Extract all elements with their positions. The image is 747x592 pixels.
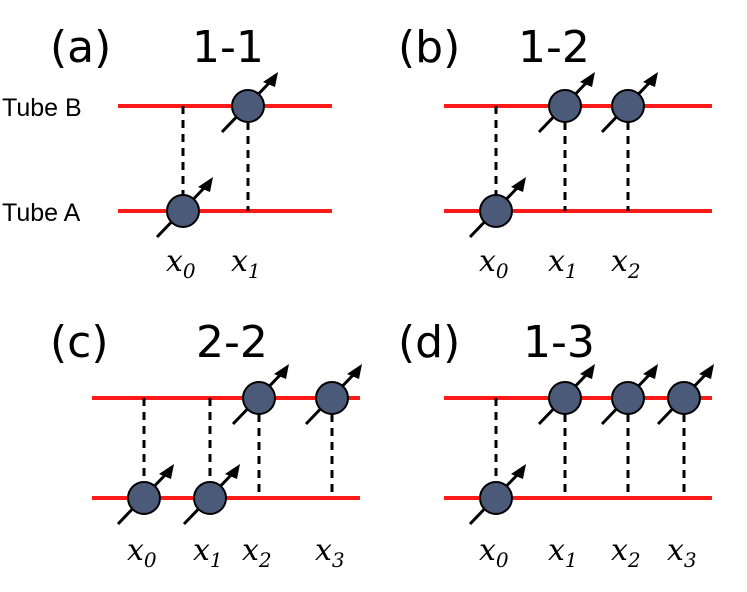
site-label: x3 <box>315 533 345 572</box>
spin-ball <box>611 89 645 123</box>
arrow-head <box>511 177 526 192</box>
spin-ball <box>127 481 161 515</box>
spin-ball <box>667 381 701 415</box>
site-label-sub: 3 <box>684 548 697 572</box>
site-label-var: x <box>166 244 183 279</box>
site-label-sub: 1 <box>210 548 223 572</box>
arrow-head <box>263 72 278 87</box>
arrow-head <box>643 364 658 379</box>
site-label-var: x <box>193 533 210 568</box>
site-label-sub: 2 <box>627 259 641 283</box>
site-label: x0 <box>166 244 196 283</box>
panel-title: 1-1 <box>192 22 264 73</box>
site-label-sub: 2 <box>627 548 641 572</box>
spin-ball <box>242 381 276 415</box>
spin-ball <box>548 89 582 123</box>
site-label: x1 <box>231 244 261 283</box>
spin-ball <box>548 381 582 415</box>
panel-letter: (d) <box>398 317 460 368</box>
arrow-head <box>225 464 240 479</box>
site-label-var: x <box>315 533 332 568</box>
site-label: x2 <box>242 533 272 572</box>
site-label-sub: 1 <box>565 259 578 283</box>
arrow-head <box>580 364 595 379</box>
site-label: x1 <box>548 533 578 572</box>
arrow-head <box>511 464 526 479</box>
panel-title: 1-3 <box>523 317 595 368</box>
site-label-var: x <box>231 244 248 279</box>
spin-ball <box>231 89 265 123</box>
site-label-var: x <box>548 533 565 568</box>
arrow-head <box>274 364 289 379</box>
site-label-sub: 1 <box>565 548 578 572</box>
arrow-head <box>159 464 174 479</box>
spin-ball <box>611 381 645 415</box>
spin-ball <box>166 194 200 228</box>
panel-title: 1-2 <box>518 22 590 73</box>
site-label: x3 <box>667 533 697 572</box>
spin-ball <box>193 481 227 515</box>
site-label-sub: 0 <box>496 259 509 283</box>
site-label-var: x <box>611 533 628 568</box>
tube-a-label: Tube A <box>2 199 81 227</box>
arrow-head <box>580 72 595 87</box>
tube-b-label: Tube B <box>2 94 82 122</box>
arrow-head <box>643 72 658 87</box>
site-label-sub: 3 <box>332 548 345 572</box>
site-label-var: x <box>479 244 496 279</box>
site-label-var: x <box>242 533 259 568</box>
site-label: x1 <box>548 244 578 283</box>
site-label-var: x <box>127 533 144 568</box>
arrow-head <box>198 177 213 192</box>
site-label: x2 <box>611 244 641 283</box>
spin-ball <box>479 194 513 228</box>
site-label: x0 <box>479 533 509 572</box>
site-label-var: x <box>548 244 565 279</box>
site-label: x2 <box>611 533 641 572</box>
site-label-var: x <box>667 533 684 568</box>
site-label: x0 <box>479 244 509 283</box>
site-label: x0 <box>127 533 157 572</box>
site-label-var: x <box>611 244 628 279</box>
arrow-head <box>699 364 714 379</box>
site-label-sub: 0 <box>496 548 509 572</box>
site-label-sub: 0 <box>144 548 157 572</box>
tube-label-group: Tube B Tube A <box>2 94 82 227</box>
site-label-sub: 0 <box>183 259 196 283</box>
site-label: x1 <box>193 533 223 572</box>
panel-letter: (b) <box>398 22 460 73</box>
site-label-sub: 1 <box>248 259 261 283</box>
panel-letter: (a) <box>50 22 111 73</box>
site-label-var: x <box>479 533 496 568</box>
spin-ball <box>479 481 513 515</box>
spin-ball <box>315 381 349 415</box>
panel-title: 2-2 <box>196 317 268 368</box>
site-label-sub: 2 <box>258 548 272 572</box>
arrow-head <box>347 364 362 379</box>
panel-letter: (c) <box>50 317 109 368</box>
